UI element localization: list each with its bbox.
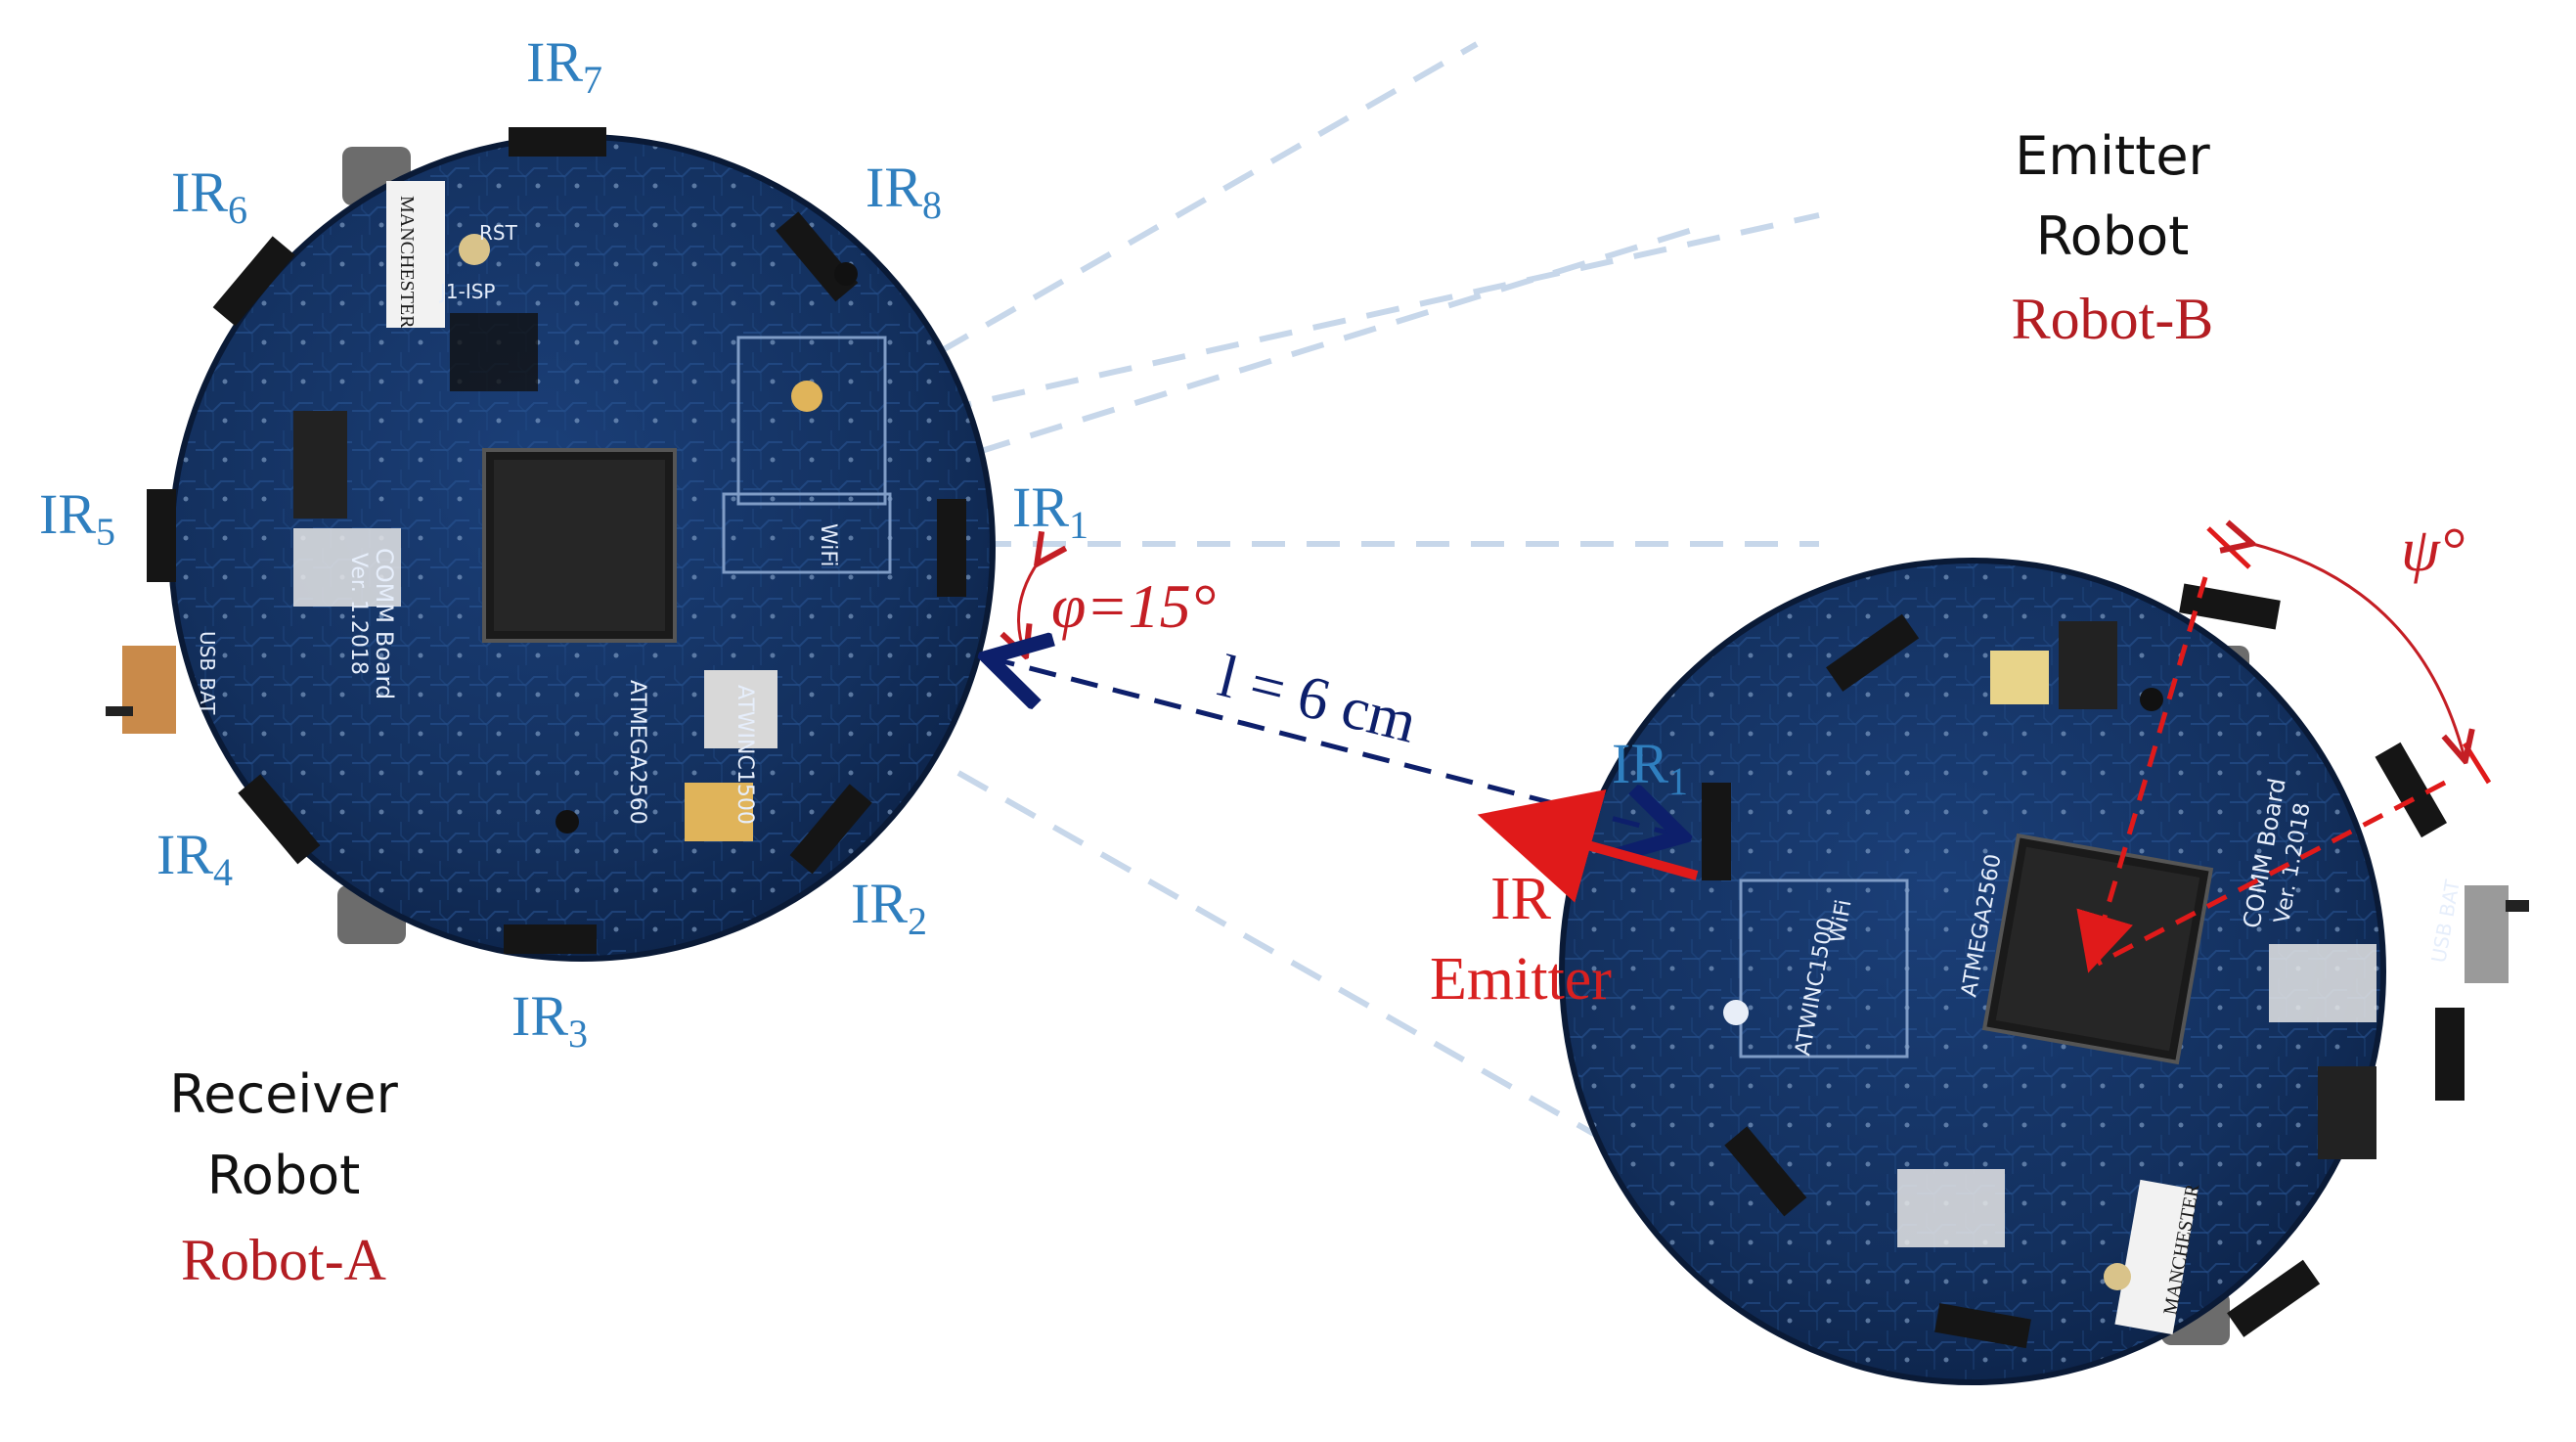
psi-angle-label: ψ° [2401,515,2465,584]
ir-emitter-caption-line1: IR [1490,866,1551,932]
receiver-board-rst: RST [479,221,518,245]
receiver-board-wifi-text: ATWINC1500 [733,685,757,825]
distance-line [988,657,1682,836]
emitter-robot-name: Robot-B [2011,287,2214,351]
receiver-ir6-label: IR6 [171,160,247,232]
receiver-board-version: Ver. 1.2018 [346,553,371,675]
receiver-ir5-label: IR5 [39,482,115,554]
receiver-board-university: MANCHESTER [396,196,418,329]
receiver-board-name: COMM Board [371,548,398,699]
psi-heading-indicator [2076,528,2492,973]
receiver-board-isp: J1-ISP [438,280,496,303]
emitter-caption-line1: Emitter [2015,125,2210,187]
receiver-ir4-label: IR4 [156,823,233,894]
receiver-ir3-label: IR3 [511,984,588,1056]
receiver-robot-board: ATMEGA2560 ATWINC1500 WiFi COMM Board Ve… [106,127,996,962]
emitter-board-usb-bat: USB BAT [2426,878,2465,965]
ir-beam-lines [937,41,1820,1226]
ir-emitter-caption-line2: Emitter [1430,946,1612,1013]
emitter-caption-line2: Robot [2035,205,2190,267]
receiver-ir1-label: IR1 [1012,475,1088,547]
receiver-board-wifi-label: WiFi [816,523,840,567]
receiver-robot-name: Robot-A [181,1228,386,1292]
receiver-ir8-label: IR8 [866,156,942,227]
receiver-caption-line1: Receiver [169,1063,398,1125]
receiver-board-chip-text: ATMEGA2560 [625,680,649,825]
receiver-ir7-label: IR7 [526,30,602,102]
phi-angle-label: φ=15° [1051,571,1217,641]
receiver-caption-line2: Robot [206,1145,361,1206]
receiver-ir2-label: IR2 [851,872,927,943]
emitter-ir1-label: IR1 [1612,732,1688,803]
emitter-robot-board: ATMEGA2560 ATWINC1500 WiFi COMM Board Ve… [1559,558,2529,1385]
receiver-board-usb-bat: USB BAT [196,631,219,715]
ir-emission-arrow [1477,789,1699,903]
phi-angle-arc [1019,562,1039,653]
